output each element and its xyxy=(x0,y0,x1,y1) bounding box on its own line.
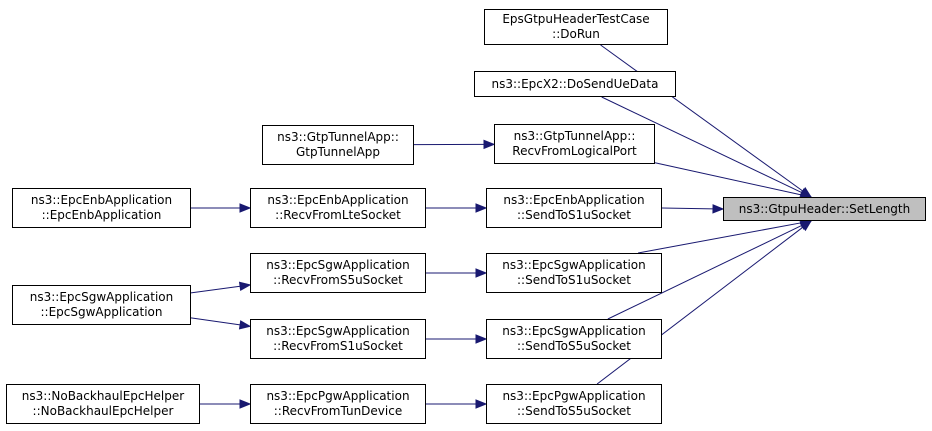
arrowhead-pgw_recv-to-pgw_send xyxy=(475,399,488,409)
arrowhead-enb_recv-to-enb_send xyxy=(475,203,488,213)
node-label-line: ns3::EpcSgwApplication xyxy=(502,258,646,272)
node-label-line: ::DoRun xyxy=(552,27,600,41)
edge-pgw_send-to-target xyxy=(596,226,804,385)
edge-sgw_send_s5-to-target xyxy=(607,224,803,320)
arrowhead-pgw_send-to-target xyxy=(799,220,813,232)
node-nobackhaulepchelper-ctor[interactable]: ns3::NoBackhaulEpcHelper::NoBackhaulEpcH… xyxy=(6,384,200,424)
edge-sgw_ctor-to-sgw_recv_s1 xyxy=(190,317,241,326)
node-label-line: ::SendToS1uSocket xyxy=(517,273,631,287)
node-label-line: ns3::EpcSgwApplication xyxy=(266,258,410,272)
arrowhead-sgw_recv_s1-to-sgw_send_s5 xyxy=(475,334,488,344)
arrowhead-gtp_ctor-to-gtp_recv xyxy=(483,139,496,150)
node-epcsgwapplication-recvfroms1usocket[interactable]: ns3::EpcSgwApplication::RecvFromS1uSocke… xyxy=(250,319,426,359)
edge-enb_send-to-target xyxy=(661,207,714,210)
node-label-line: EpsGtpuHeaderTestCase xyxy=(502,12,650,26)
node-label-line: ns3::GtpuHeader::SetLength xyxy=(738,201,911,216)
arrowhead-enb_ctor-to-enb_recv xyxy=(239,203,252,213)
node-label-line: ::EpcSgwApplication xyxy=(40,305,163,319)
node-label-line: ns3::EpcSgwApplication xyxy=(502,324,646,338)
node-epsgtpuheadertestcase-dorun[interactable]: EpsGtpuHeaderTestCase::DoRun xyxy=(484,9,668,45)
node-label-line: ns3::EpcX2::DoSendUeData xyxy=(491,76,659,91)
node-epcpgwapplication-sendtos5usocket[interactable]: ns3::EpcPgwApplication::SendToS5uSocket xyxy=(486,384,662,424)
node-label-line: ::RecvFromS5uSocket xyxy=(273,273,403,287)
node-label-line: ::NoBackhaulEpcHelper xyxy=(32,404,174,418)
arrowhead-sgw_recv_s5-to-sgw_send_s1 xyxy=(475,268,488,278)
node-epcsgwapplication-recvfroms5usocket[interactable]: ns3::EpcSgwApplication::RecvFromS5uSocke… xyxy=(250,253,426,293)
edge-x2_send-to-target xyxy=(601,96,803,194)
node-label-line: RecvFromLogicalPort xyxy=(512,144,637,158)
node-epcsgwapplication-sendtos1usocket[interactable]: ns3::EpcSgwApplication::SendToS1uSocket xyxy=(486,253,662,293)
edge-gtp_recv-to-target xyxy=(654,162,802,196)
node-label-line: ns3::EpcEnbApplication xyxy=(503,193,645,207)
node-label-line: ns3::NoBackhaulEpcHelper xyxy=(21,389,185,403)
edge-eps_test-to-target xyxy=(600,44,804,192)
node-epcenbapplication-recvfromltesocket[interactable]: ns3::EpcEnbApplication::RecvFromLteSocke… xyxy=(250,188,426,228)
arrowhead-sgw_ctor-to-sgw_recv_s5 xyxy=(238,281,252,292)
node-label-line: ns3::EpcSgwApplication xyxy=(29,290,174,304)
edge-sgw_send_s1-to-target xyxy=(637,222,802,254)
node-epcpgwapplication-recvfromtundevice[interactable]: ns3::EpcPgwApplication::RecvFromTunDevic… xyxy=(250,384,426,424)
node-epcenbapplication-sendtos1usocket[interactable]: ns3::EpcEnbApplication::SendToS1uSocket xyxy=(486,188,662,228)
arrowhead-enb_send-to-target xyxy=(712,204,725,214)
node-epcsgwapplication-sendtos5usocket[interactable]: ns3::EpcSgwApplication::SendToS5uSocket xyxy=(486,319,662,359)
node-label-line: ns3::EpcPgwApplication xyxy=(266,389,410,403)
node-gtptunnelapp-recvfromlogicalport[interactable]: ns3::GtpTunnelApp::RecvFromLogicalPort xyxy=(494,124,655,164)
edge-sgw_ctor-to-sgw_recv_s5 xyxy=(190,285,241,294)
node-epcenbapplication-ctor[interactable]: ns3::EpcEnbApplication::EpcEnbApplicatio… xyxy=(12,188,191,228)
node-label-line: ::RecvFromTunDevice xyxy=(273,404,403,418)
node-label-line: ::SendToS1uSocket xyxy=(517,208,631,222)
arrowhead-nobh_ctor-to-pgw_recv xyxy=(239,399,252,409)
arrowhead-sgw_ctor-to-sgw_recv_s1 xyxy=(238,320,252,330)
node-label-line: ns3::EpcSgwApplication xyxy=(266,324,410,338)
node-label-line: ns3::EpcEnbApplication xyxy=(267,193,409,207)
node-label-line: ::SendToS5uSocket xyxy=(517,404,631,418)
node-label-line: GtpTunnelApp xyxy=(295,145,381,159)
node-label-line: ::EpcEnbApplication xyxy=(41,208,162,222)
node-label-line: ns3::GtpTunnelApp:: xyxy=(513,129,636,143)
node-epcsgwapplication-ctor[interactable]: ns3::EpcSgwApplication::EpcSgwApplicatio… xyxy=(12,285,191,325)
node-gtpuheader-setlength: ns3::GtpuHeader::SetLength xyxy=(723,197,926,221)
node-label-line: ::RecvFromLteSocket xyxy=(275,208,401,222)
node-label-line: ::RecvFromS1uSocket xyxy=(273,339,403,353)
node-label-line: ns3::EpcEnbApplication xyxy=(30,193,173,207)
node-label-line: ns3::EpcPgwApplication xyxy=(502,389,646,403)
node-label-line: ::SendToS5uSocket xyxy=(517,339,631,353)
node-epcx2-dosendueuedata[interactable]: ns3::EpcX2::DoSendUeData xyxy=(474,71,676,97)
node-label-line: ns3::GtpTunnelApp:: xyxy=(277,130,399,144)
node-gtptunnelapp-ctor[interactable]: ns3::GtpTunnelApp::GtpTunnelApp xyxy=(262,125,414,165)
